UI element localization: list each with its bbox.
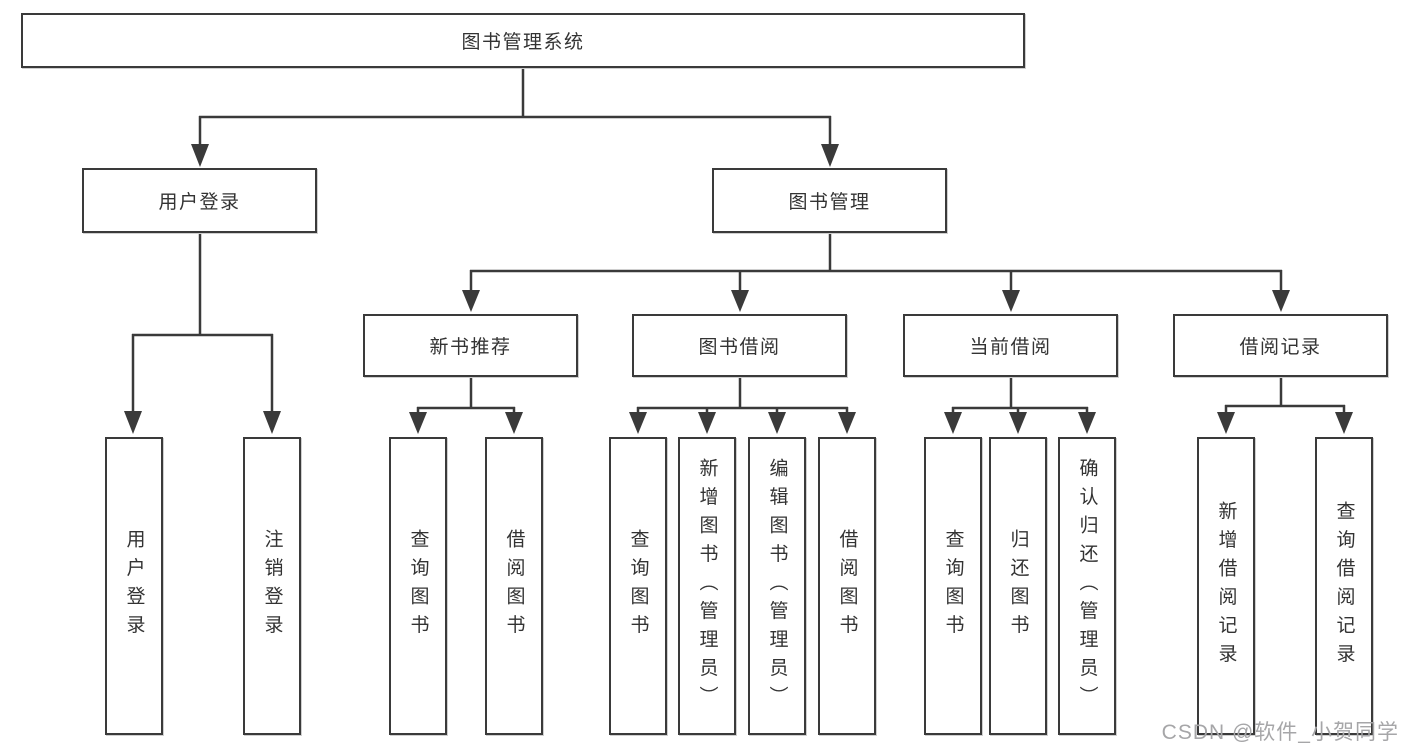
node-label: 注销登录 [261, 529, 283, 643]
node-label: 当前借阅 [969, 337, 1052, 358]
leaf-borrow-books: 借阅图书 [818, 437, 876, 735]
node-label: 归还图书 [1007, 529, 1029, 643]
leaf-add-books-admin: 新增图书（管理员） [678, 437, 736, 735]
leaf-logout: 注销登录 [243, 437, 301, 735]
node-label: 借阅记录 [1239, 337, 1322, 358]
leaf-return-books: 归还图书 [989, 437, 1047, 735]
leaf-query-borrow-record: 查询借阅记录 [1315, 437, 1373, 735]
node-label: 图书管理系统 [461, 32, 585, 53]
node-current-borrow: 当前借阅 [903, 314, 1118, 377]
node-label: 新书推荐 [429, 337, 512, 358]
node-label: 确认归还（管理员） [1076, 457, 1098, 715]
node-label: 编辑图书（管理员） [766, 457, 788, 715]
node-user-login-module: 用户登录 [82, 168, 317, 233]
node-label: 新增图书（管理员） [696, 457, 718, 715]
node-label: 查询借阅记录 [1333, 500, 1355, 672]
node-root-library-system: 图书管理系统 [21, 13, 1025, 68]
leaf-user-login: 用户登录 [105, 437, 163, 735]
node-label: 查询图书 [942, 529, 964, 643]
leaf-query-books-current: 查询图书 [924, 437, 982, 735]
node-label: 图书借阅 [698, 337, 781, 358]
node-label: 新增借阅记录 [1215, 500, 1237, 672]
node-label: 借阅图书 [503, 529, 525, 643]
node-label: 用户登录 [123, 529, 145, 643]
leaf-add-borrow-record: 新增借阅记录 [1197, 437, 1255, 735]
node-book-management-module: 图书管理 [712, 168, 947, 233]
leaf-query-books-borrow: 查询图书 [609, 437, 667, 735]
node-label: 图书管理 [788, 192, 871, 213]
node-label: 查询图书 [627, 529, 649, 643]
node-book-borrow: 图书借阅 [632, 314, 847, 377]
watermark: CSDN @软件_小贺同学 [1161, 721, 1399, 744]
node-borrow-records: 借阅记录 [1173, 314, 1388, 377]
leaf-confirm-return-admin: 确认归还（管理员） [1058, 437, 1116, 735]
leaf-edit-books-admin: 编辑图书（管理员） [748, 437, 806, 735]
node-new-book-recommend: 新书推荐 [363, 314, 578, 377]
leaf-query-books-recommend: 查询图书 [389, 437, 447, 735]
node-label: 查询图书 [407, 529, 429, 643]
node-label: 借阅图书 [836, 529, 858, 643]
node-label: 用户登录 [158, 192, 241, 213]
leaf-borrow-books-recommend: 借阅图书 [485, 437, 543, 735]
